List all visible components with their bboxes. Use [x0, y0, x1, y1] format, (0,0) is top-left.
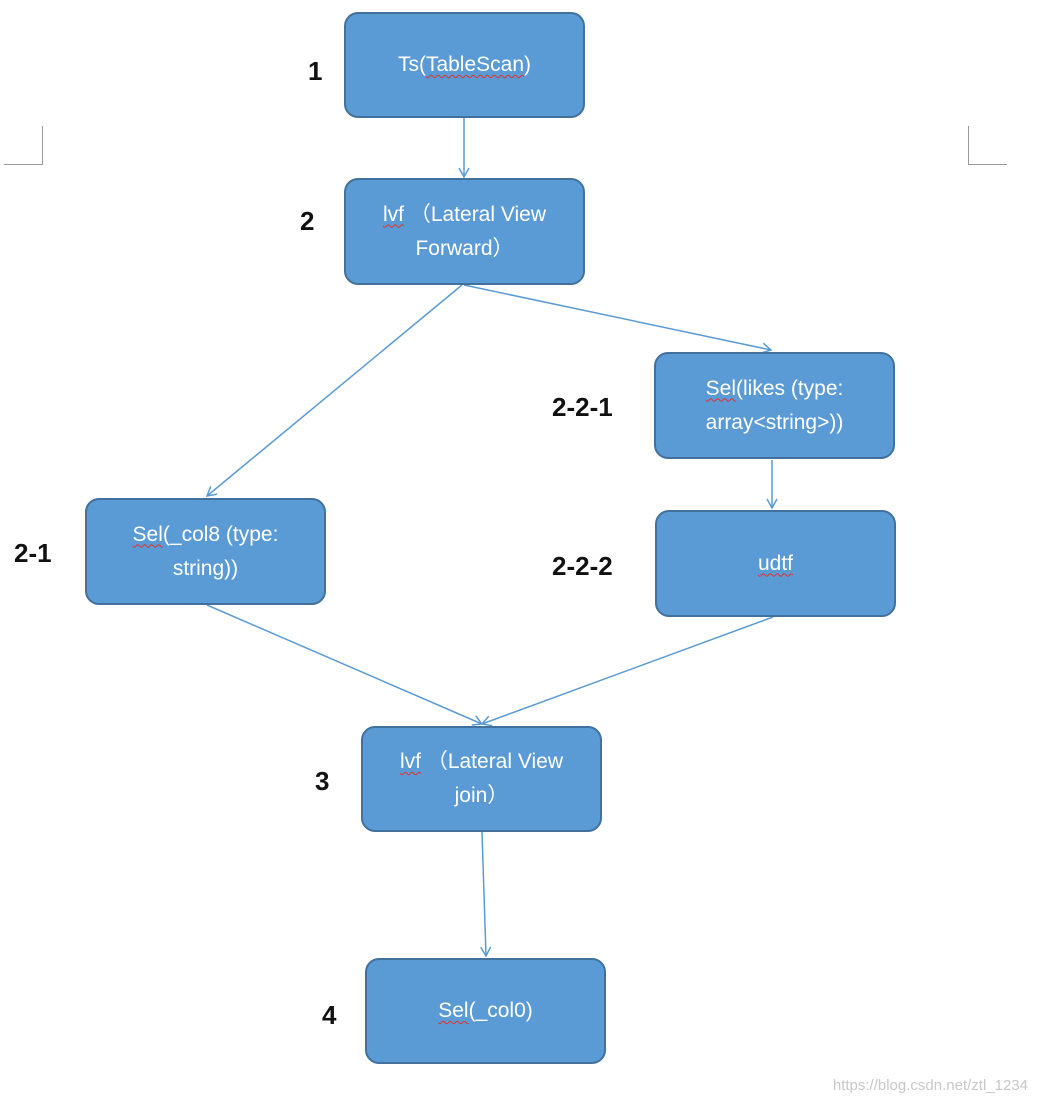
step-label-2-1: 2-1: [14, 538, 52, 568]
watermark: https://blog.csdn.net/ztl_1234: [832, 1077, 1028, 1094]
node-sel-col0: Sel(_col0): [365, 958, 606, 1064]
arrow-lvf-to-sel-likes: [463, 284, 773, 354]
page-corner-mark-right: [968, 126, 1007, 165]
arrow-lvf-join-to-sel-col0: [480, 831, 492, 958]
step-label-2-2-1: 2-2-1: [552, 392, 613, 422]
node-sel-likes: Sel(likes (type:array<string>)): [654, 352, 895, 459]
node-ts-tablescan: Ts(TableScan): [344, 12, 585, 118]
step-label-4: 4: [322, 1000, 337, 1030]
arrow-udtf-to-lvf-join: [480, 616, 774, 727]
spellcheck-squiggle: lvf: [399, 750, 421, 773]
node-udtf: udtf: [655, 510, 896, 617]
spellcheck-squiggle: TableScan: [425, 53, 525, 76]
spellcheck-squiggle: Sel: [132, 522, 163, 546]
step-label-2: 2: [300, 206, 315, 236]
page-corner-mark-left: [4, 126, 43, 165]
spellcheck-squiggle: lvf: [382, 202, 404, 226]
step-label-3: 3: [315, 766, 330, 796]
step-label-1: 1: [308, 56, 323, 86]
spellcheck-squiggle: udtf: [757, 551, 794, 575]
step-label-2-2-2: 2-2-2: [552, 551, 613, 581]
arrow-sel-col8-to-lvf-join: [206, 604, 484, 726]
spellcheck-squiggle: Sel: [705, 376, 736, 400]
node-sel-col8: Sel(_col8 (type:string)): [85, 498, 326, 605]
spellcheck-squiggle: Sel: [438, 999, 469, 1022]
arrow-lvf-to-sel-col8: [205, 284, 463, 497]
